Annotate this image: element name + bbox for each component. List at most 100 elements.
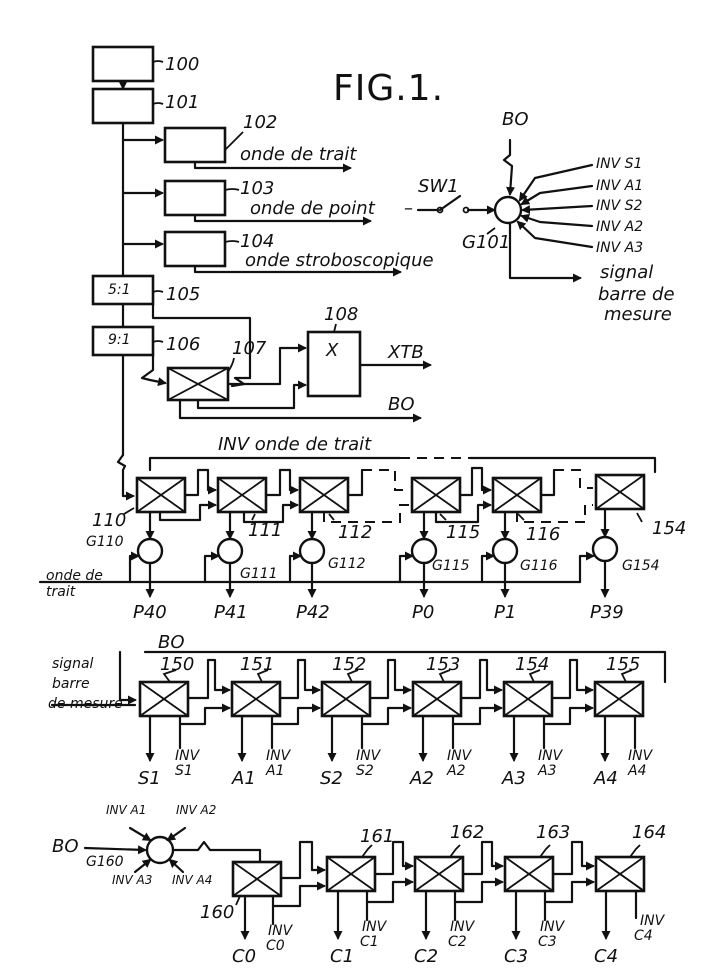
row3-output-2: C1: [330, 946, 354, 967]
row1-box-115: [410, 476, 462, 514]
row2-inv-word-4: INV: [447, 748, 473, 764]
label-105: 105: [166, 284, 200, 305]
row1-output-4: P0: [412, 602, 434, 623]
g101-input-3: INV S2: [596, 198, 643, 214]
gate-g110: [136, 537, 164, 565]
row3-box-label-5: 164: [632, 822, 666, 843]
row1-box-label-4: 115: [446, 522, 480, 543]
row1-box-label-6: 154: [652, 518, 686, 539]
onde-strobo-label: onde stroboscopique: [245, 250, 434, 271]
row2-left-label-1: signal: [52, 656, 94, 672]
row3-inv-3: C2: [448, 934, 467, 950]
bo-label-top: BO: [388, 394, 415, 415]
row2-output-6: A4: [593, 768, 618, 789]
label-108-x: X: [325, 340, 339, 361]
row1-output-2: P41: [214, 602, 248, 623]
row1-box-116: [491, 476, 543, 514]
row3-output-5: C4: [594, 946, 618, 967]
row3-box-163: [503, 855, 555, 893]
row3-inv-word-4: INV: [540, 919, 566, 935]
row1-output-5: P1: [494, 602, 516, 623]
row1-gates: [136, 507, 619, 598]
onde-point-label: onde de point: [250, 198, 376, 219]
row1-boxes: [135, 473, 646, 514]
g160-input-2: INV A2: [176, 803, 216, 817]
row2-box-154: [502, 680, 554, 718]
block-104: 104: [163, 230, 274, 268]
row3-boxes: [231, 855, 646, 898]
g160-bo: BO: [52, 836, 79, 857]
g101-input-2: INV A1: [596, 178, 643, 194]
row2-output-3: S2: [320, 768, 343, 789]
row3-box-label-4: 163: [536, 822, 570, 843]
row1-gate-label-1: G110: [86, 534, 124, 550]
block-106: 9:1 106: [91, 325, 200, 357]
row2-output-2: A1: [231, 768, 256, 789]
row2-inv-1: S1: [175, 763, 193, 779]
g160-input-3: INV A3: [112, 873, 152, 887]
row1-output-6: P39: [590, 602, 624, 623]
label-102: 102: [243, 112, 277, 133]
sw1-minus: –: [404, 198, 413, 219]
gate-g154: [591, 535, 619, 563]
row2-left-label-2: barre: [52, 676, 90, 692]
row2-box-153: [411, 680, 463, 718]
row2-inv-word-6: INV: [628, 748, 654, 764]
label-100: 100: [165, 54, 199, 75]
row3-inv-word-2: INV: [362, 919, 388, 935]
row1-gate-label-6: G154: [622, 558, 660, 574]
g101-output-2: barre de: [598, 284, 675, 305]
row1-left-label-2: trait: [46, 584, 76, 600]
row2-box-label-5: 154: [515, 654, 549, 675]
row1-box-111: [216, 476, 268, 514]
row2-inv-word-2: INV: [266, 748, 292, 764]
row3-inv-word-1: INV: [268, 923, 294, 939]
g101-label: G101: [462, 232, 510, 253]
row3-inv-word-3: INV: [450, 919, 476, 935]
row3-box-161: [325, 855, 377, 893]
label-104: 104: [240, 231, 274, 252]
label-106-ratio: 9:1: [108, 332, 131, 348]
figure-title: FIG.1.: [333, 68, 444, 109]
row1-box-label-3: 112: [338, 522, 372, 543]
g101-input-5: INV A3: [596, 240, 643, 256]
row2-box-label-6: 155: [606, 654, 640, 675]
row2-bo: BO: [158, 632, 185, 653]
row2-box-150: [138, 680, 190, 718]
row1-box-label-1: 110: [92, 510, 126, 531]
row2-output-5: A3: [501, 768, 526, 789]
onde-trait-label: onde de trait: [240, 144, 357, 165]
row2-box-155: [593, 680, 645, 718]
row1-gate-label-5: G116: [520, 558, 558, 574]
row3-output-3: C2: [414, 946, 438, 967]
row3-inv-5: C4: [634, 928, 653, 944]
row1-gate-label-3: G112: [328, 556, 366, 572]
row2-inv-6: A4: [627, 763, 646, 779]
row3-box-label-1: 160: [200, 902, 234, 923]
row2-box-152: [320, 680, 372, 718]
g101-input-1: INV S1: [596, 156, 642, 172]
row2-box-151: [230, 680, 282, 718]
gate-g160: [83, 826, 265, 878]
row3-output-1: C0: [232, 946, 256, 967]
gate-g111: [216, 537, 244, 565]
label-103: 103: [240, 178, 274, 199]
row1-box-label-5: 116: [526, 524, 560, 545]
g101-bo: BO: [502, 109, 529, 130]
row2-inv-2: A1: [265, 763, 284, 779]
row2-inv-word-5: INV: [538, 748, 564, 764]
row2-inv-word-3: INV: [356, 748, 382, 764]
row1-header: INV onde de trait: [218, 434, 372, 455]
g160-input-1: INV A1: [106, 803, 146, 817]
row1-output-1: P40: [133, 602, 167, 623]
gate-g112: [298, 537, 326, 565]
row1-box-label-2: 111: [248, 520, 282, 541]
row2-inv-4: A2: [446, 763, 466, 779]
row3-inv-2: C1: [360, 934, 379, 950]
label-106: 106: [166, 334, 200, 355]
block-105: 5:1 105: [91, 274, 200, 306]
gate-g116: [491, 537, 519, 565]
label-108: 108: [324, 304, 358, 325]
label-107: 107: [232, 338, 267, 359]
